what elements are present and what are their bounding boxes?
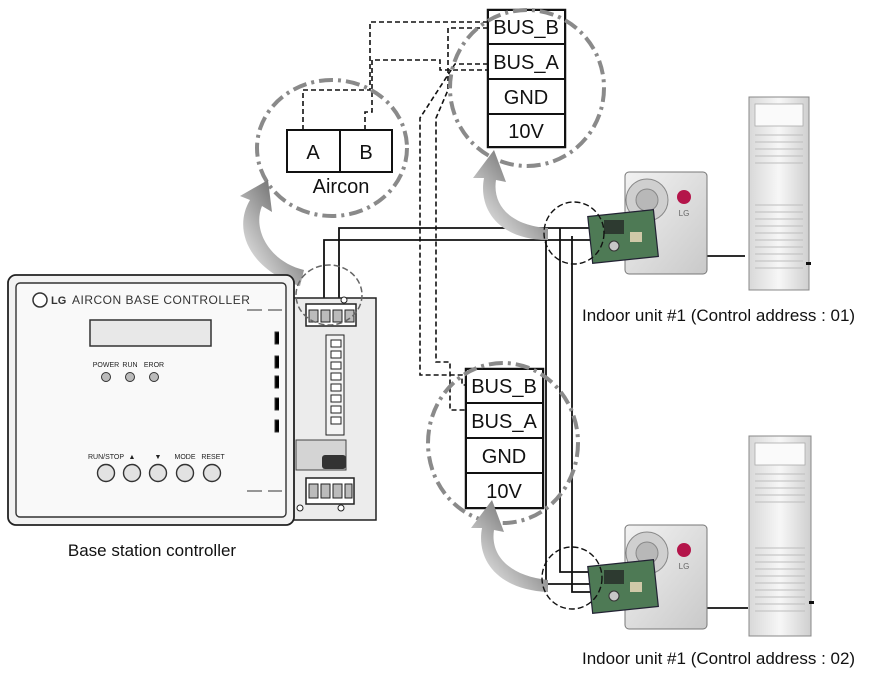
btn-mode-label: MODE	[175, 454, 196, 461]
led-power-label: POWER	[93, 362, 119, 369]
led-power	[101, 372, 111, 382]
led-error	[149, 372, 159, 382]
bottom-terminal-zoom-circle	[426, 361, 580, 525]
terminal-block-bottom: BUS_B BUS_A GND 10V	[426, 361, 580, 525]
dashed-wires	[302, 21, 488, 411]
led-run	[125, 372, 135, 382]
btn-up-label: ▲	[129, 454, 136, 461]
terminal-a-label: A	[306, 142, 320, 164]
terminal-gnd	[487, 78, 566, 115]
pcb-board	[587, 209, 659, 264]
unit-logo: LG	[679, 562, 690, 571]
pcb-zoom-circle	[541, 546, 603, 610]
terminal-10v	[487, 113, 566, 148]
curved-arrow-icon	[473, 150, 548, 240]
indoor-unit-2: LG Indoor unit #1 (Control address : 02)	[541, 435, 855, 668]
controller-caption: Base station controller	[68, 541, 237, 560]
terminal-b-label: B	[359, 142, 372, 164]
mode-button	[175, 463, 195, 483]
pcb-board	[587, 559, 659, 614]
top-terminal-zoom-circle	[448, 8, 606, 168]
gnd-label: GND	[482, 446, 526, 468]
base-station-controller: LG AIRCON BASE CONTROLLER POWER RUN EROR…	[7, 264, 377, 560]
indoor-unit-1-caption: Indoor unit #1 (Control address : 01)	[582, 306, 855, 325]
aircon-label: Aircon	[313, 176, 370, 198]
gnd-label: GND	[504, 87, 548, 109]
unit-logo: LG	[679, 209, 690, 218]
btn-reset-label: RESET	[201, 454, 225, 461]
reset-button	[202, 463, 222, 483]
btn-runstop-label: RUN/STOP	[88, 454, 124, 461]
bus-a-label: BUS_A	[471, 411, 537, 433]
terminal-bus-b	[465, 368, 544, 404]
pcb-zoom-circle	[543, 201, 605, 265]
lcd-display	[89, 319, 212, 347]
bus-b-label: BUS_B	[471, 376, 537, 398]
bus-b-label: BUS_B	[493, 17, 559, 39]
controller-brand: LG	[51, 295, 66, 307]
controller-zoom-circle	[295, 264, 363, 326]
down-button	[148, 463, 168, 483]
aircon-zoom-circle	[255, 78, 409, 218]
tower-unit	[748, 96, 810, 291]
lg-logo-icon	[677, 543, 691, 557]
tower-unit	[748, 435, 812, 637]
10v-label: 10V	[508, 121, 544, 143]
zoom-arrows	[240, 150, 548, 592]
run-stop-button	[96, 463, 116, 483]
terminal-b-box	[339, 129, 393, 173]
controller-title: AIRCON BASE CONTROLLER	[72, 293, 250, 307]
lg-logo-icon	[32, 292, 48, 308]
aircon-terminal: A B Aircon	[255, 78, 409, 218]
curved-arrow-icon	[240, 180, 304, 286]
bus-a-label: BUS_A	[493, 52, 559, 74]
curved-arrow-icon	[471, 500, 548, 592]
indoor-unit-2-caption: Indoor unit #1 (Control address : 02)	[582, 649, 855, 668]
terminal-bus-a	[487, 43, 566, 80]
btn-down-label: ▼	[155, 454, 162, 461]
terminal-10v	[465, 472, 544, 509]
led-run-label: RUN	[122, 362, 137, 369]
terminal-a-box	[286, 129, 341, 173]
terminal-block-top: BUS_B BUS_A GND 10V	[448, 8, 606, 168]
up-button	[122, 463, 142, 483]
indoor-unit-1: LG Indoor unit #1 (Control addr	[543, 96, 855, 325]
led-error-label: EROR	[144, 362, 164, 369]
lg-logo-icon	[677, 190, 691, 204]
10v-label: 10V	[486, 481, 522, 503]
